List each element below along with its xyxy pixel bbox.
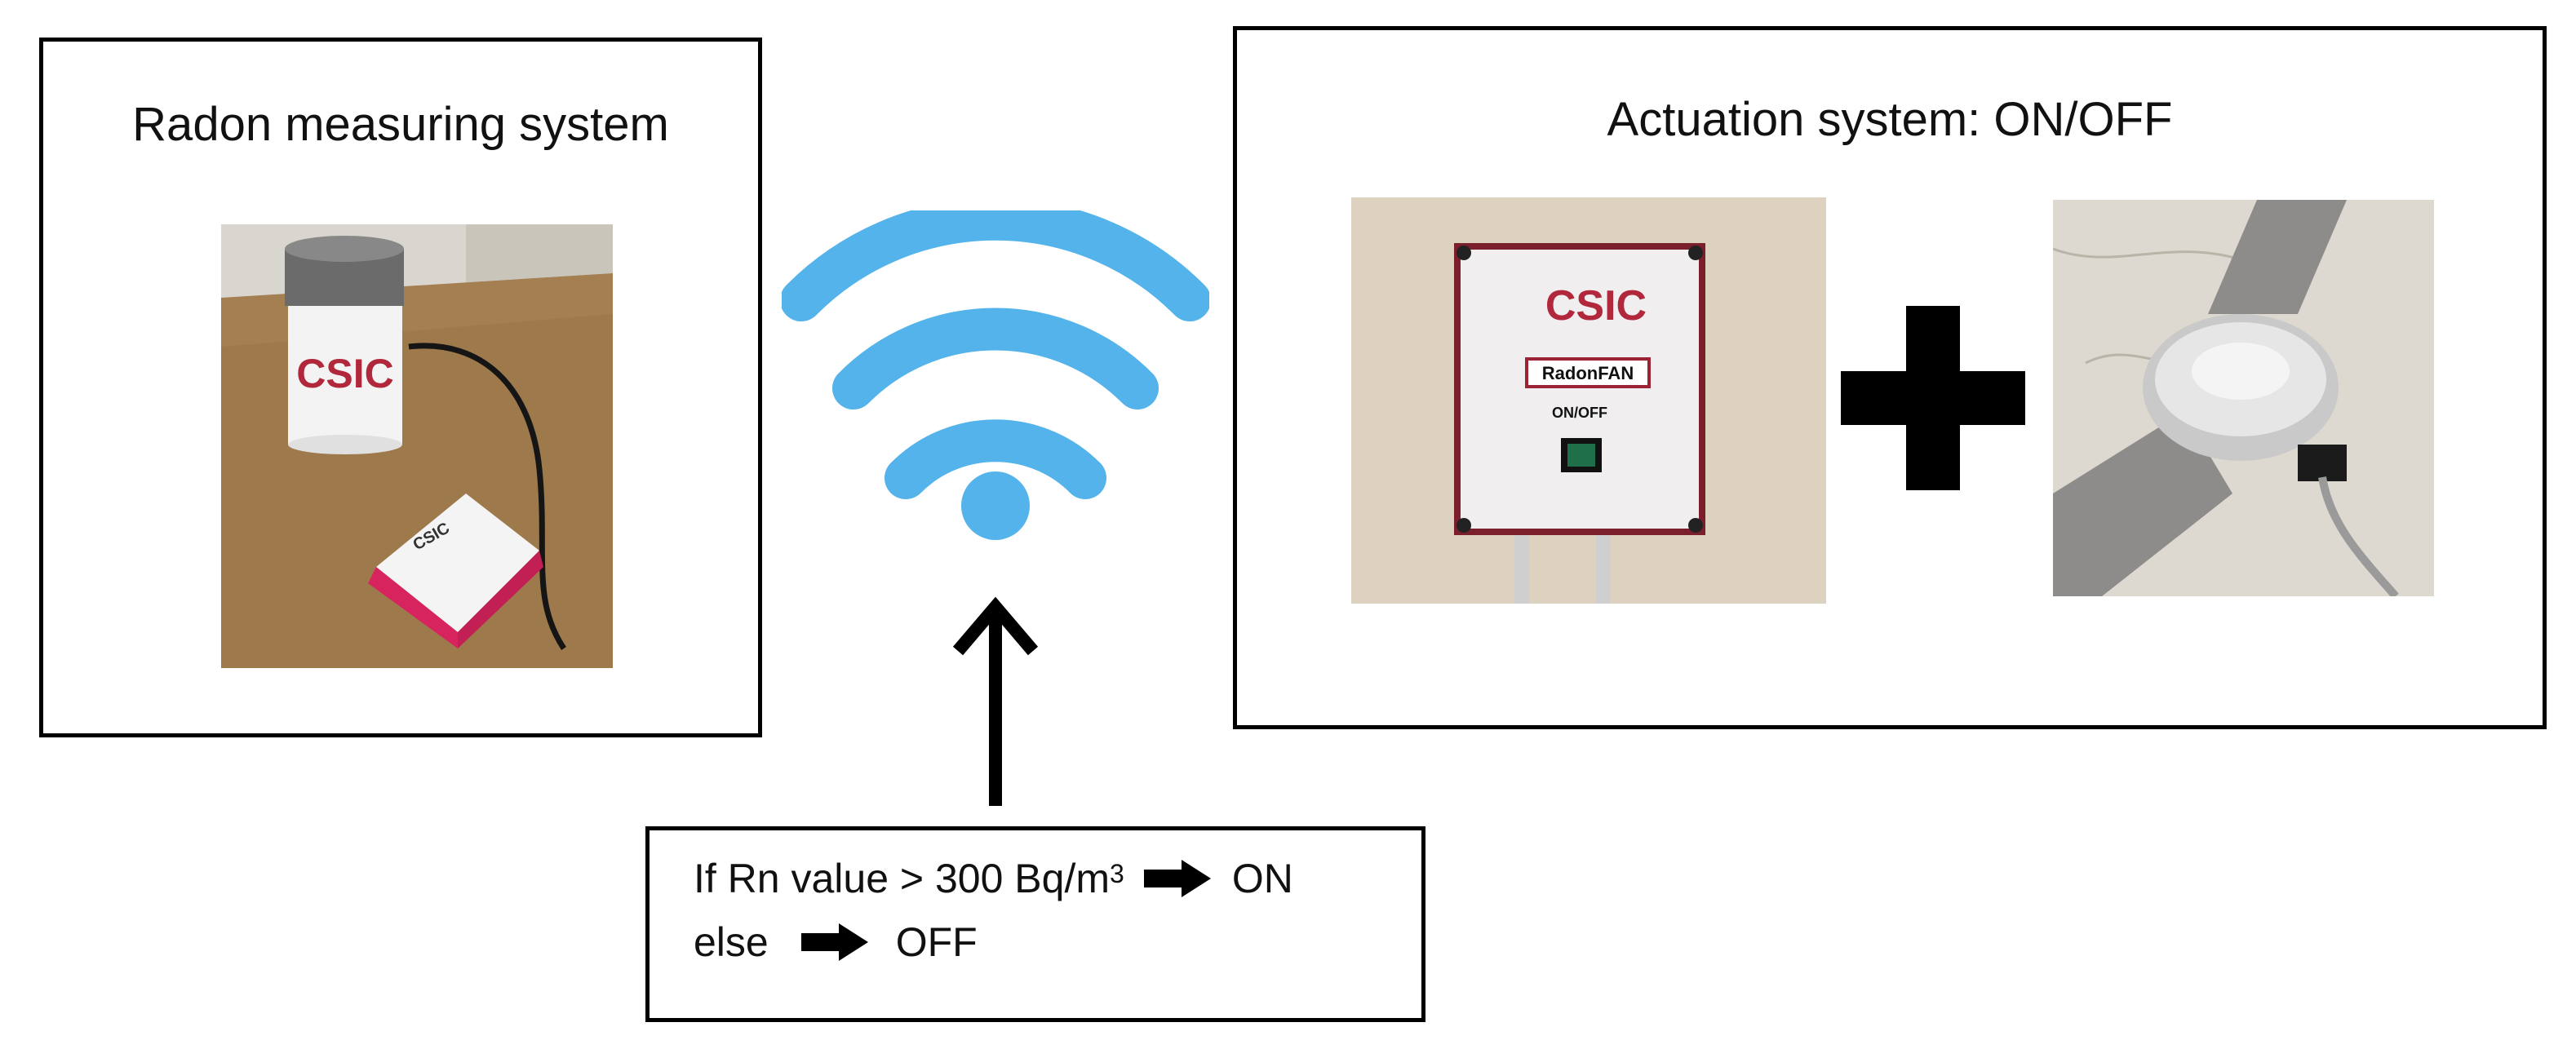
condition-result-on: ON xyxy=(1231,856,1293,901)
radonfan-controller-photo: CSIC RadonFAN ON/OFF xyxy=(1351,197,1826,604)
controller-switch-label: ON/OFF xyxy=(1552,405,1607,421)
duct-fan-photo xyxy=(2053,200,2434,596)
cup-brand-text: CSIC xyxy=(296,351,393,396)
controller-model-text: RadonFAN xyxy=(1542,363,1634,383)
condition-result-off: OFF xyxy=(895,919,978,965)
actuation-title: Actuation system: ON/OFF xyxy=(1607,93,2173,146)
controller-brand-text: CSIC xyxy=(1545,282,1647,330)
condition-text-if: If Rn value > 300 Bq/m xyxy=(694,856,1111,901)
radon-measuring-title: Radon measuring system xyxy=(132,98,669,151)
wifi-icon xyxy=(780,197,1211,547)
radon-sensor-photo: CSIC CSIC xyxy=(221,224,613,668)
right-arrow-icon xyxy=(800,923,868,961)
radon-measuring-panel: Radon measuring system CSIC CSIC xyxy=(39,38,762,737)
plus-icon xyxy=(1841,306,2025,490)
condition-unit-exponent: 3 xyxy=(1110,858,1124,888)
up-arrow-icon xyxy=(947,591,1044,806)
condition-text-else: else xyxy=(694,919,769,965)
actuation-panel: Actuation system: ON/OFF CSIC RadonFAN O… xyxy=(1233,26,2547,729)
right-arrow-icon xyxy=(1143,860,1211,897)
condition-line-off: else OFF xyxy=(694,918,978,966)
